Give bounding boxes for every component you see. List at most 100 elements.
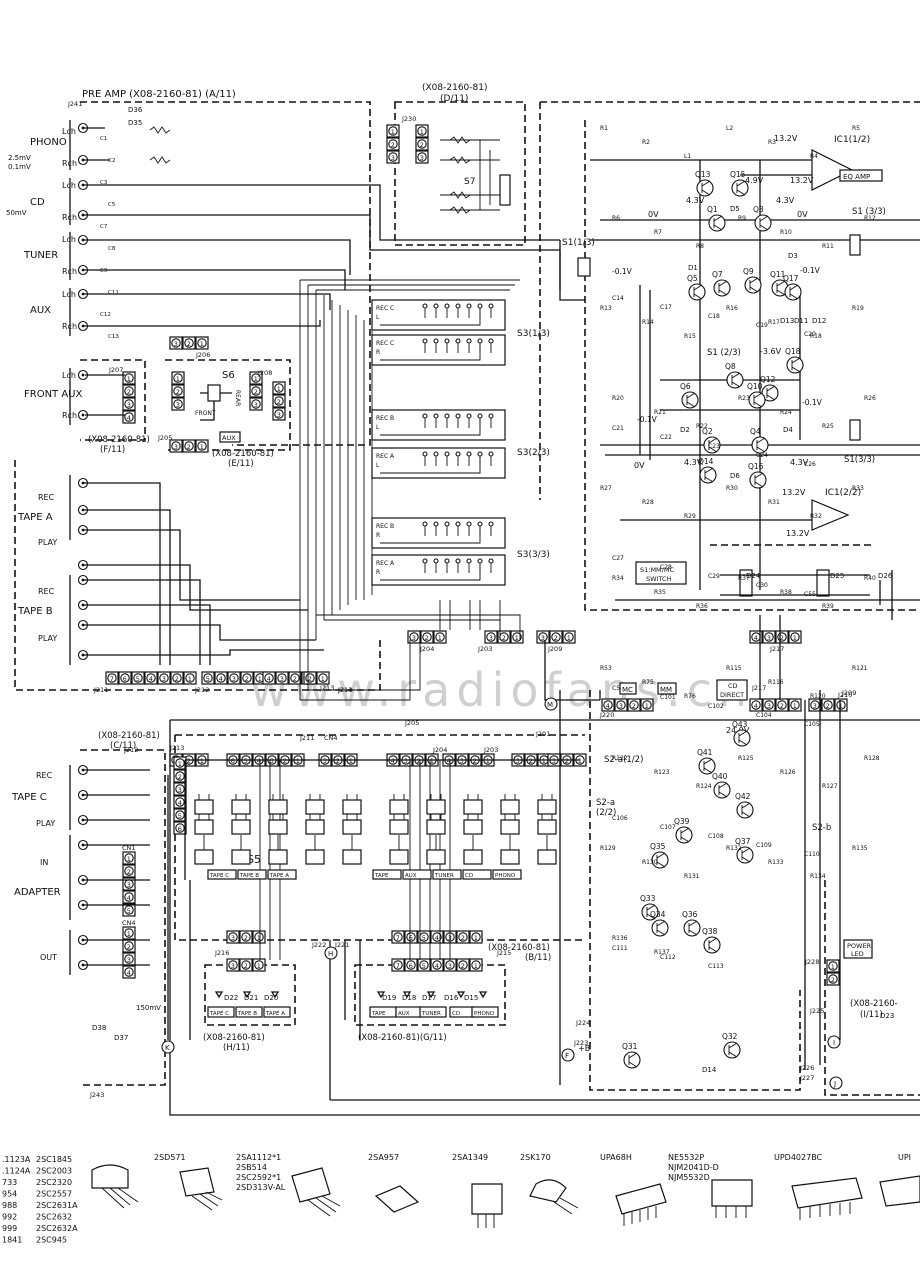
transistor-label: Q41 xyxy=(697,748,713,757)
connector-pin-number: 6 xyxy=(231,757,235,765)
resistor-label: R124 xyxy=(696,783,712,790)
s4s5-lead xyxy=(393,794,405,800)
s3-rec-channel: L xyxy=(376,424,380,431)
capacitor-label: C112 xyxy=(660,954,676,961)
connector-pin-number: 3 xyxy=(767,634,771,642)
s3-contact xyxy=(455,521,461,527)
connector-pin-number: 3 xyxy=(176,401,180,409)
s3-contact xyxy=(422,521,428,527)
s4s5-switch-contact xyxy=(500,819,520,835)
part-2sd571: 2SD571 xyxy=(154,1153,186,1162)
connector-pin-number: 5 xyxy=(136,675,140,683)
diode-label: D11 xyxy=(794,317,808,325)
transistor-label: Q35 xyxy=(650,842,666,851)
connector-j221: J221 xyxy=(334,941,349,949)
resistor-label: R32 xyxy=(810,513,822,520)
s3-contact xyxy=(455,413,461,419)
part-code-right: 2SC2632 xyxy=(36,1213,72,1222)
s4-select-box xyxy=(462,869,492,880)
s4s5-lead xyxy=(235,794,247,800)
connector-pin-number: 6 xyxy=(409,962,413,970)
s4s5-switch-contact xyxy=(463,799,483,815)
transistor-label: Q43 xyxy=(732,720,748,729)
s4-select-label: TAPE xyxy=(374,873,389,879)
diode-label: D1 xyxy=(688,264,698,272)
connector-pin-ring xyxy=(229,673,239,683)
part-code-group: NE5532P xyxy=(668,1153,704,1162)
transistor-symbol xyxy=(703,758,713,774)
resistor-label: R38 xyxy=(780,589,792,596)
resistor-label: R129 xyxy=(600,845,616,852)
connector-pin-ring xyxy=(175,797,185,807)
transistor-symbol xyxy=(759,215,769,231)
connector-pin-number: 2 xyxy=(127,388,131,396)
s4s5-switch-contact xyxy=(537,819,557,835)
part-2sa1349: 2SA1349 xyxy=(452,1153,488,1162)
connector-pin-number: 3 xyxy=(412,634,416,642)
connector-pin-ring xyxy=(318,673,328,683)
s4s5-switch-contact xyxy=(389,799,409,815)
jack-center-icon xyxy=(81,373,85,377)
connector-pin-number: 2 xyxy=(175,675,179,683)
transistor-icon xyxy=(713,781,731,799)
transistor-icon xyxy=(786,356,804,374)
connector-pin-ring xyxy=(171,338,181,348)
s4-select-label: TUNER xyxy=(434,873,454,879)
transistor-icon xyxy=(736,846,754,864)
transistor-label: Q34 xyxy=(650,910,666,919)
s1-13-label: S1(1/3) xyxy=(562,238,595,248)
to126-package-icon xyxy=(179,1167,215,1197)
connector-pin-ring xyxy=(551,632,561,642)
aux-lch: Lch xyxy=(62,290,76,299)
diode-label: D12 xyxy=(812,317,826,325)
resistor-label: R132 xyxy=(726,845,742,852)
resistor-label: R133 xyxy=(768,859,784,866)
connector-pin-number: 4 xyxy=(447,757,451,765)
led-icon xyxy=(478,991,488,999)
s4s5-lead xyxy=(346,794,358,800)
s4-select-box xyxy=(492,869,522,880)
connector-pin-number: 2 xyxy=(473,757,477,765)
transistor-symbol xyxy=(791,357,801,373)
connector-pin-number: 1 xyxy=(793,634,797,642)
diode-label: D6 xyxy=(730,472,740,480)
to3p-package-icon xyxy=(374,1185,420,1213)
diode-label: D3 xyxy=(788,252,798,260)
resistor-label: R10 xyxy=(780,229,792,236)
s6-switch xyxy=(200,384,232,421)
connector-pin-number: 1 xyxy=(257,934,261,942)
connector-pin-number: 3 xyxy=(127,881,131,889)
ic1b-opamp xyxy=(811,499,850,531)
connector-pin-ring xyxy=(124,928,134,938)
diode-label: D38 xyxy=(92,1024,106,1032)
connector-pin-ring xyxy=(133,673,143,683)
resistor-label: R136 xyxy=(612,935,628,942)
connector-pin-number: 2 xyxy=(187,757,191,765)
connector-pin-number: 2 xyxy=(780,702,784,710)
diode-label: D14 xyxy=(702,1066,717,1074)
s4s5-lead xyxy=(541,794,553,800)
transistor-label: Q3 xyxy=(753,205,764,214)
connector-pin-number: 3 xyxy=(489,634,493,642)
s3-contact xyxy=(488,303,494,309)
connector-pin-ring xyxy=(251,373,261,383)
s3-contact xyxy=(455,558,461,564)
transistor-icon xyxy=(703,936,721,954)
part-code-left: 999 xyxy=(2,1224,17,1233)
s3-contact xyxy=(422,303,428,309)
connector-pin-ring xyxy=(216,673,226,683)
s4s5-lead xyxy=(393,814,405,820)
capacitor-label: C7 xyxy=(100,224,108,230)
connector-pin-number: 7 xyxy=(396,962,400,970)
connector-pin-number: 3 xyxy=(174,340,178,348)
resistor-label: R29 xyxy=(684,513,696,520)
connector-pin-ring xyxy=(486,632,496,642)
s3-contact xyxy=(477,558,483,564)
connector-pin-number: 6 xyxy=(123,675,127,683)
connector-pin-ring xyxy=(409,632,419,642)
capacitor-label: C8 xyxy=(108,246,116,252)
s3-contact xyxy=(444,338,450,344)
resistor-label: R53 xyxy=(600,665,612,672)
transistor-label: Q40 xyxy=(712,772,728,781)
